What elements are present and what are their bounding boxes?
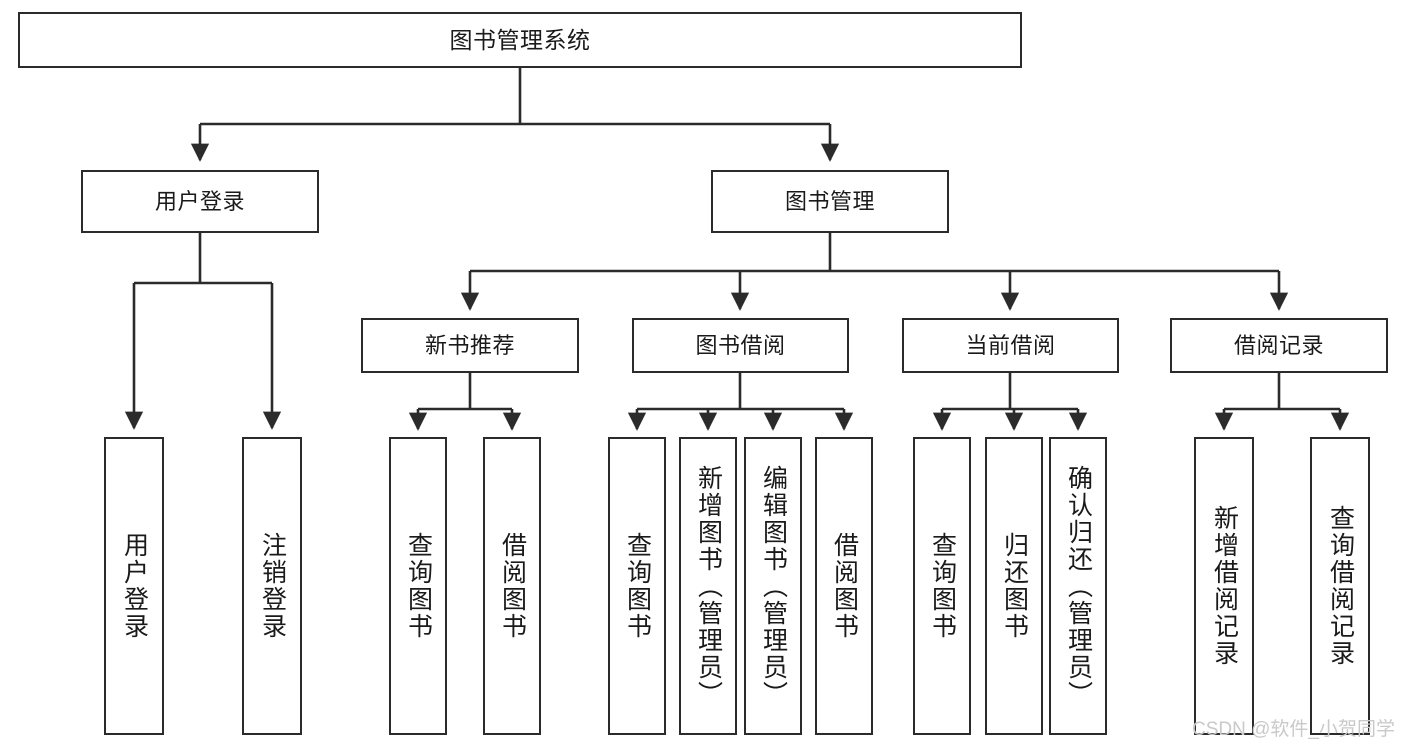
leaf-node-query-book-borrowing[interactable]: 查询图书 [608, 437, 666, 735]
node-label: 新增图书（管理员） [694, 464, 723, 708]
node-label: 借阅记录 [1233, 332, 1324, 358]
node-label: 借阅图书 [830, 532, 859, 640]
node-label: 确认归还（管理员） [1064, 464, 1093, 708]
node-label: 注销登录 [258, 532, 287, 640]
leaf-node-edit-book-admin[interactable]: 编辑图书（管理员） [744, 437, 802, 735]
leaf-node-add-borrowing-record[interactable]: 新增借阅记录 [1194, 437, 1254, 735]
node-label: 用户登录 [154, 188, 245, 214]
node-label: 新书推荐 [424, 332, 515, 358]
node-book-management-system[interactable]: 图书管理系统 [18, 12, 1022, 68]
node-label: 借阅图书 [498, 532, 527, 640]
node-label: 查询图书 [404, 532, 433, 640]
node-label: 图书借阅 [695, 332, 786, 358]
node-label: 当前借阅 [965, 332, 1056, 358]
leaf-node-confirm-return-admin[interactable]: 确认归还（管理员） [1049, 437, 1107, 735]
node-label: 图书管理系统 [449, 26, 591, 53]
node-current-borrowing[interactable]: 当前借阅 [902, 318, 1119, 373]
leaf-node-return-book[interactable]: 归还图书 [985, 437, 1043, 735]
csdn-watermark: CSDN @软件_小贺同学 [1192, 719, 1395, 740]
leaf-node-add-book-admin[interactable]: 新增图书（管理员） [679, 437, 737, 735]
leaf-node-user-login[interactable]: 用户登录 [104, 437, 164, 735]
leaf-node-logout[interactable]: 注销登录 [242, 437, 302, 735]
node-label: 编辑图书（管理员） [759, 464, 788, 708]
node-book-borrowing[interactable]: 图书借阅 [632, 318, 849, 373]
node-label: 查询借阅记录 [1326, 505, 1355, 667]
node-user-login[interactable]: 用户登录 [81, 170, 319, 233]
node-label: 查询图书 [623, 532, 652, 640]
leaf-node-borrow-book-recommend[interactable]: 借阅图书 [483, 437, 541, 735]
leaf-node-query-book-current[interactable]: 查询图书 [913, 437, 971, 735]
leaf-node-query-borrowing-record[interactable]: 查询借阅记录 [1310, 437, 1370, 735]
node-label: 归还图书 [1000, 532, 1029, 640]
node-label: 新增借阅记录 [1210, 505, 1239, 667]
leaf-node-borrow-book[interactable]: 借阅图书 [815, 437, 873, 735]
node-label: 查询图书 [928, 532, 957, 640]
node-new-book-recommendation[interactable]: 新书推荐 [361, 318, 579, 373]
node-label: 用户登录 [120, 532, 149, 640]
node-book-management[interactable]: 图书管理 [711, 170, 949, 233]
node-label: 图书管理 [784, 188, 875, 214]
leaf-node-query-book-recommend[interactable]: 查询图书 [389, 437, 447, 735]
node-borrowing-record[interactable]: 借阅记录 [1170, 318, 1388, 373]
